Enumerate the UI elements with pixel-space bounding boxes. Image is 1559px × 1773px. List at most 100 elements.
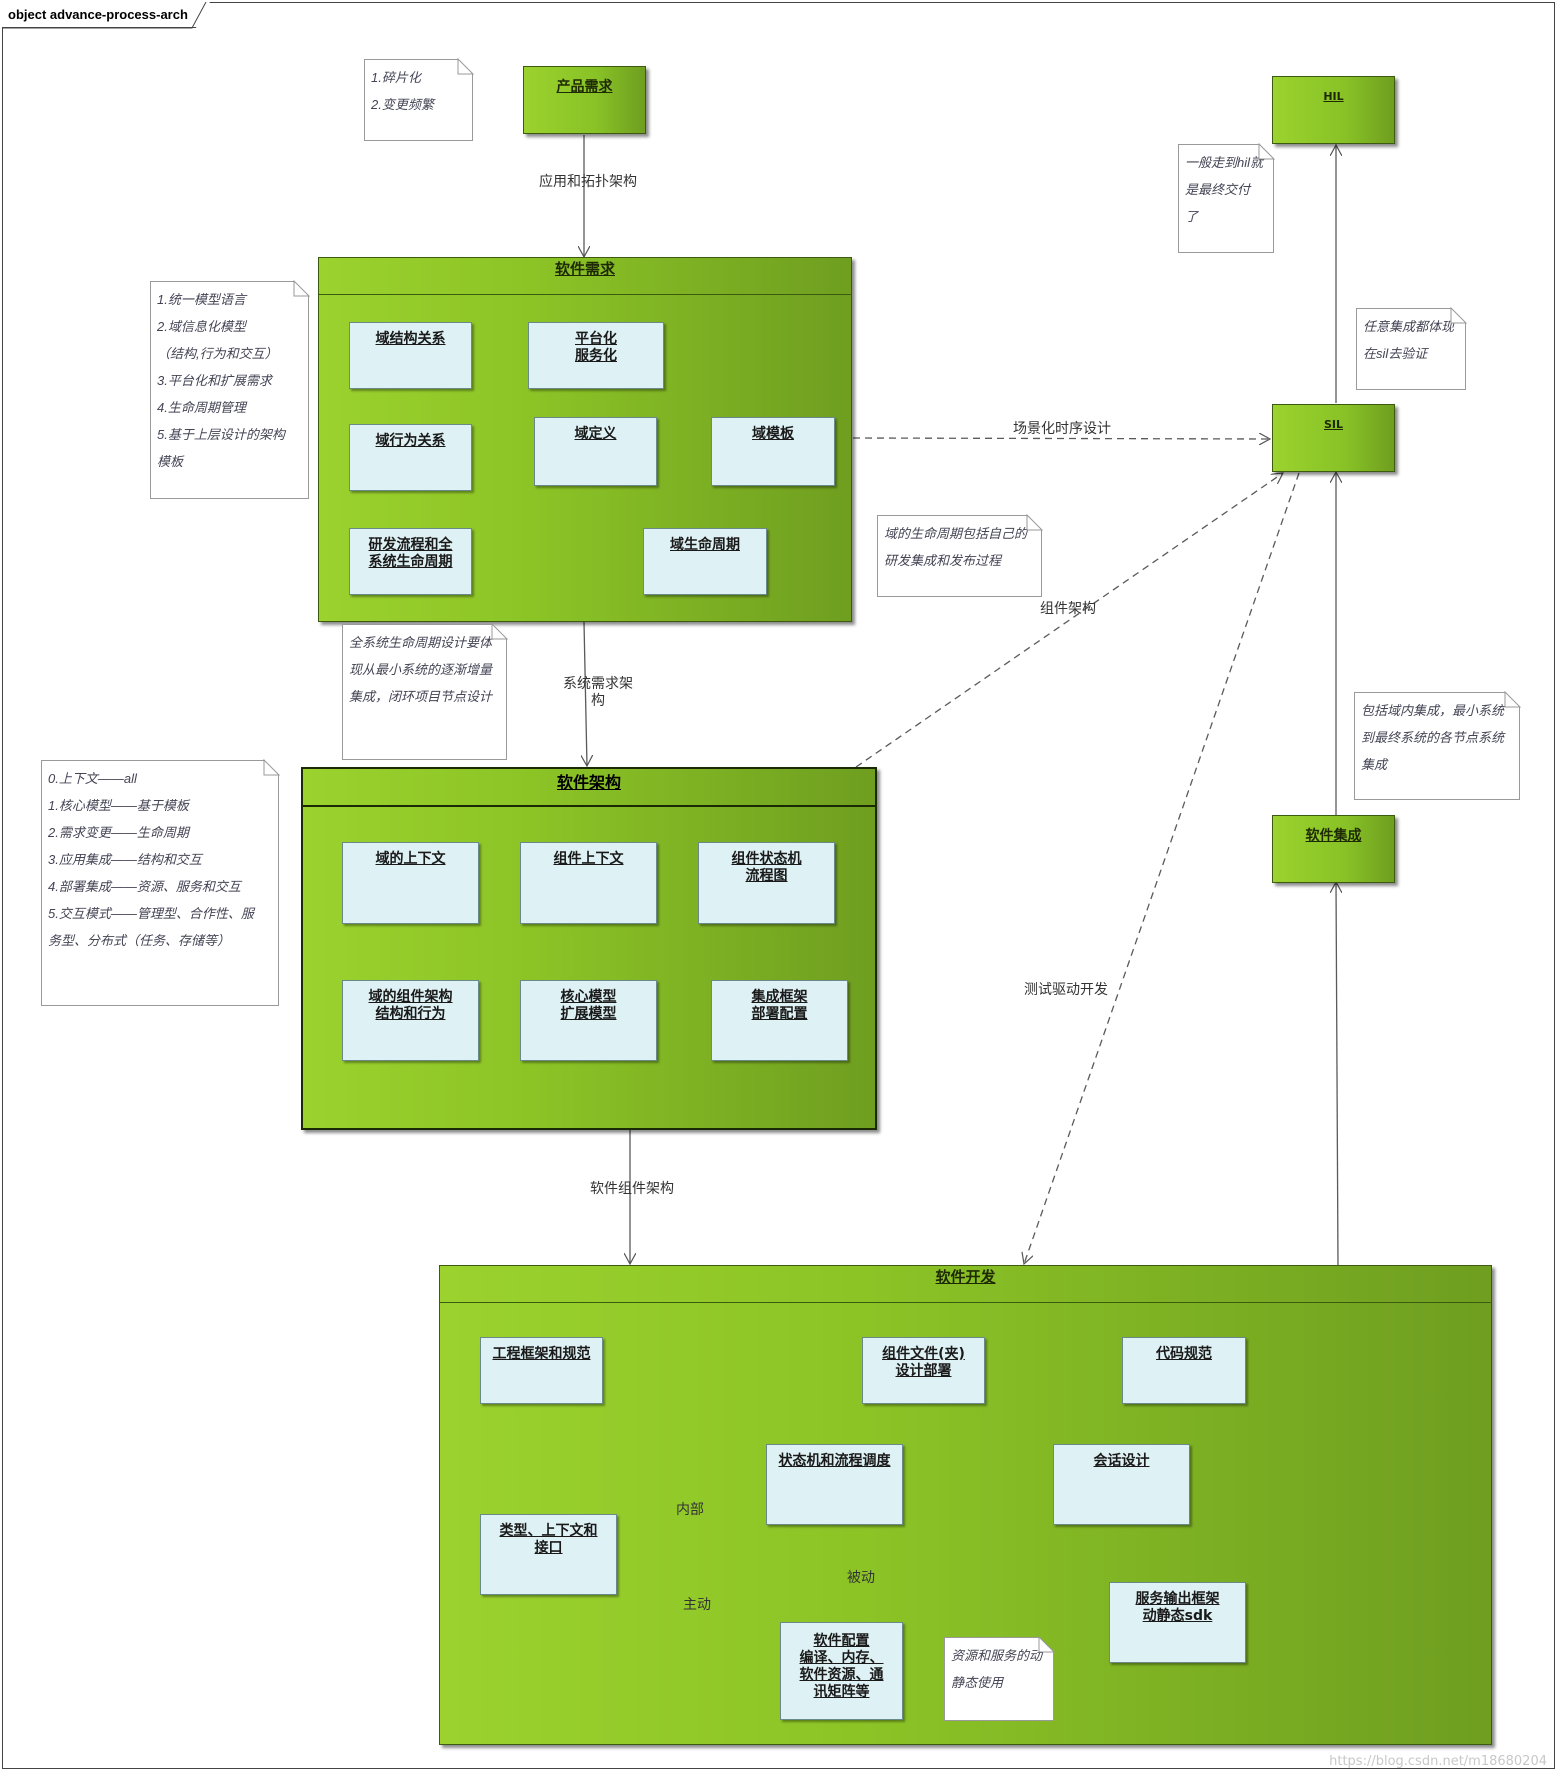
package-product-requirement-label: 产品需求 xyxy=(556,79,613,95)
note-uml-requirements: 1.统一模型语言 2.域信息化模型 （结构,行为和交互） 3.平台化和扩展需求 … xyxy=(150,281,309,499)
object-domain-definition[interactable]: 域定义 xyxy=(534,417,657,486)
object-code-standard-label: 代码规范 xyxy=(1156,1346,1212,1362)
object-software-config[interactable]: 软件配置 编译、内存、 软件资源、通 讯矩阵等 xyxy=(780,1622,903,1720)
note-line: 2.域信息化模型 xyxy=(157,319,246,334)
note-line: 1.碎片化 xyxy=(371,70,421,85)
note-line: 5.交互模式——管理型、合作性、服 xyxy=(48,906,254,921)
object-types-context-interface-line2: 接口 xyxy=(534,1540,563,1556)
note-line: 一般走到hil就 xyxy=(1185,155,1264,170)
note-domain-lifecycle: 域的生命周期包括自己的 研发集成和发布过程 xyxy=(877,515,1042,597)
object-domain-template[interactable]: 域模板 xyxy=(711,417,835,486)
note-line: （结构,行为和交互） xyxy=(157,346,278,361)
note-line: 4.部署集成——资源、服务和交互 xyxy=(48,879,241,894)
object-domain-structure[interactable]: 域结构关系 xyxy=(349,322,472,389)
note-line: 3.应用集成——结构和交互 xyxy=(48,852,202,867)
object-state-machine-scheduling[interactable]: 状态机和流程调度 xyxy=(766,1444,903,1525)
label-system-req-arch-line1: 系统需求架 xyxy=(563,676,633,692)
note-line: 包括域内集成，最小系统 xyxy=(1361,703,1505,718)
package-software-development-title: 软件开发 xyxy=(440,1266,1491,1303)
object-domain-behavior-label: 域行为关系 xyxy=(375,433,446,449)
object-code-standard[interactable]: 代码规范 xyxy=(1122,1337,1246,1404)
label-system-req-arch-line2: 构 xyxy=(591,693,605,709)
edge-tdd-dashed xyxy=(1024,472,1300,1264)
object-service-output-framework[interactable]: 服务输出框架 动静态sdk xyxy=(1109,1582,1246,1663)
watermark: https://blog.csdn.net/m18680204 xyxy=(1329,1754,1547,1769)
object-session-design[interactable]: 会话设计 xyxy=(1053,1444,1190,1525)
object-component-state-machine[interactable]: 组件状态机 流程图 xyxy=(698,842,835,924)
package-sil[interactable]: SIL xyxy=(1272,404,1395,472)
label-component-arch: 组件架构 xyxy=(1040,601,1096,617)
object-component-file-deploy-line1: 组件文件(夹) xyxy=(882,1346,965,1362)
object-component-file-deploy[interactable]: 组件文件(夹) 设计部署 xyxy=(862,1337,985,1404)
label-system-req-arch: 系统需求架 构 xyxy=(562,676,634,710)
object-component-context[interactable]: 组件上下文 xyxy=(520,842,657,924)
note-line: 1.核心模型——基于模板 xyxy=(48,798,189,813)
object-engineering-framework[interactable]: 工程框架和规范 xyxy=(480,1337,603,1404)
label-app-topology: 应用和拓扑架构 xyxy=(539,174,637,190)
object-domain-component-arch-line2: 结构和行为 xyxy=(375,1006,446,1022)
label-passive: 被动 xyxy=(847,1570,875,1586)
note-line: 全系统生命周期设计要体 xyxy=(349,635,493,650)
object-domain-context[interactable]: 域的上下文 xyxy=(342,842,479,924)
note-resource-service: 资源和服务的动 静态使用 xyxy=(944,1637,1054,1721)
label-internal: 内部 xyxy=(676,1502,704,1518)
package-hil-label: HIL xyxy=(1323,90,1344,103)
object-domain-behavior[interactable]: 域行为关系 xyxy=(349,424,472,491)
note-line: 在sil去验证 xyxy=(1363,346,1428,361)
object-domain-template-label: 域模板 xyxy=(752,426,794,442)
package-software-architecture[interactable]: 软件架构 xyxy=(301,767,877,1130)
object-service-output-framework-line1: 服务输出框架 xyxy=(1135,1591,1220,1607)
label-active: 主动 xyxy=(683,1597,711,1613)
note-line: 资源和服务的动 xyxy=(951,1648,1043,1663)
object-service-output-framework-line2: 动静态sdk xyxy=(1142,1608,1213,1624)
note-fragmentation: 1.碎片化 2.变更频繁 xyxy=(364,59,473,141)
object-domain-lifecycle[interactable]: 域生命周期 xyxy=(643,528,767,595)
note-line: 0.上下文——all xyxy=(48,771,137,786)
note-line: 务型、分布式（任务、存储等） xyxy=(48,933,231,948)
note-line: 到最终系统的各节点系统 xyxy=(1361,730,1505,745)
note-lifecycle-design: 全系统生命周期设计要体 现从最小系统的逐渐增量 集成，闭环项目节点设计 xyxy=(342,624,507,760)
object-software-config-line2: 编译、内存、 xyxy=(799,1650,884,1666)
note-line: 现从最小系统的逐渐增量 xyxy=(349,662,493,677)
object-domain-lifecycle-label: 域生命周期 xyxy=(670,537,740,553)
object-rd-process[interactable]: 研发流程和全 系统生命周期 xyxy=(349,528,472,595)
label-scenario-sequence: 场景化时序设计 xyxy=(1013,421,1111,437)
package-software-integration-label: 软件集成 xyxy=(1305,828,1362,844)
object-component-state-machine-line2: 流程图 xyxy=(745,868,788,884)
object-domain-component-arch[interactable]: 域的组件架构 结构和行为 xyxy=(342,980,479,1061)
package-sil-label: SIL xyxy=(1323,418,1344,431)
frame-title: object advance-process-arch xyxy=(2,2,210,28)
note-line: 域的生命周期包括自己的 xyxy=(884,526,1028,541)
object-types-context-interface-line1: 类型、上下文和 xyxy=(499,1523,598,1539)
label-test-driven: 测试驱动开发 xyxy=(1024,982,1108,998)
object-core-model-line2: 扩展模型 xyxy=(560,1006,617,1022)
label-software-component-arch: 软件组件架构 xyxy=(590,1181,674,1197)
note-line: 静态使用 xyxy=(951,1675,1004,1690)
note-architecture-points: 0.上下文——all 1.核心模型——基于模板 2.需求变更——生命周期 3.应… xyxy=(41,760,279,1006)
package-hil[interactable]: HIL xyxy=(1272,76,1395,144)
object-platform-service[interactable]: 平台化 服务化 xyxy=(528,322,664,389)
object-software-config-line3: 软件资源、通 xyxy=(799,1667,884,1683)
object-rd-process-line2: 系统生命周期 xyxy=(368,554,453,570)
object-types-context-interface[interactable]: 类型、上下文和 接口 xyxy=(480,1514,617,1595)
package-software-integration[interactable]: 软件集成 xyxy=(1272,815,1395,883)
package-product-requirement[interactable]: 产品需求 xyxy=(523,66,646,134)
object-core-model[interactable]: 核心模型 扩展模型 xyxy=(520,980,657,1061)
note-line: 2.变更频繁 xyxy=(371,97,434,112)
note-line: 5.基于上层设计的架构 xyxy=(157,427,285,442)
note-line: 2.需求变更——生命周期 xyxy=(48,825,189,840)
object-integration-framework-line1: 集成框架 xyxy=(751,989,808,1005)
object-integration-framework[interactable]: 集成框架 部署配置 xyxy=(711,980,848,1061)
object-session-design-label: 会话设计 xyxy=(1093,1453,1150,1469)
object-domain-structure-label: 域结构关系 xyxy=(375,331,446,347)
edge-component-dashed xyxy=(855,473,1283,768)
object-component-context-label: 组件上下文 xyxy=(553,851,624,867)
package-software-architecture-title: 软件架构 xyxy=(303,769,875,807)
object-engineering-framework-label: 工程框架和规范 xyxy=(492,1346,591,1362)
note-integration-scope: 包括域内集成，最小系统 到最终系统的各节点系统 集成 xyxy=(1354,692,1520,800)
package-software-requirement-title: 软件需求 xyxy=(319,258,851,295)
note-line: 了 xyxy=(1185,209,1199,224)
note-line: 任意集成都体现 xyxy=(1363,319,1455,334)
